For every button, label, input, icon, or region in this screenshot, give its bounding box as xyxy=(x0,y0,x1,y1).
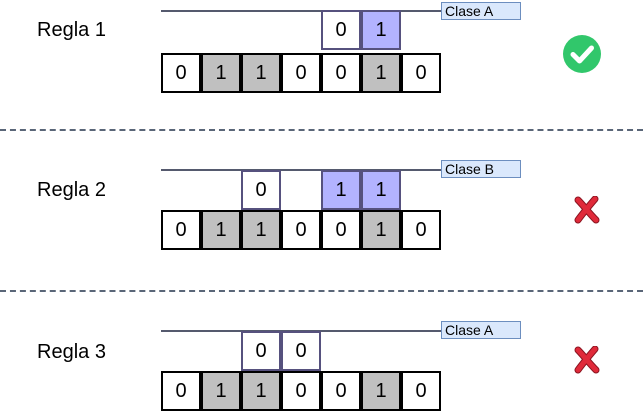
rule-1-label: Regla 1 xyxy=(37,19,106,41)
rule-2-cross-icon xyxy=(574,196,600,224)
rule-2-sequence-cell-3: 1 xyxy=(241,210,281,250)
rule-1-sequence-cell-2: 1 xyxy=(201,53,241,93)
rule-1-sequence-cell-3: 1 xyxy=(241,53,281,93)
rule-1-line xyxy=(161,10,443,12)
rule-2-line xyxy=(161,169,443,171)
divider-2 xyxy=(0,290,643,292)
rule-2-pattern-cell-2: 1 xyxy=(321,170,361,210)
rule-2-sequence-cell-7: 0 xyxy=(401,210,441,250)
rule-3-sequence-cell-6: 1 xyxy=(361,371,401,411)
rule-1-sequence-cell-7: 0 xyxy=(401,53,441,93)
rule-1-check-icon xyxy=(563,35,601,73)
divider-1 xyxy=(0,129,643,131)
rule-3-sequence-cell-3: 1 xyxy=(241,371,281,411)
rule-2-sequence-cell-1: 0 xyxy=(161,210,201,250)
rule-3-sequence-cell-1: 0 xyxy=(161,371,201,411)
rule-2-class-tag: Clase B xyxy=(441,160,521,178)
rule-1-pattern-cell-2: 1 xyxy=(361,10,401,50)
rule-2-sequence-cell-6: 1 xyxy=(361,210,401,250)
rule-2-sequence-cell-5: 0 xyxy=(321,210,361,250)
rule-3-sequence-cell-4: 0 xyxy=(281,371,321,411)
rule-2-pattern-cell-3: 1 xyxy=(361,170,401,210)
rule-3-sequence-cell-7: 0 xyxy=(401,371,441,411)
rule-1-sequence-cell-4: 0 xyxy=(281,53,321,93)
rule-1-pattern-cell-1: 0 xyxy=(321,10,361,50)
rule-1-class-tag: Clase A xyxy=(441,2,521,20)
rule-1-sequence-cell-6: 1 xyxy=(361,53,401,93)
rule-2-sequence-cell-2: 1 xyxy=(201,210,241,250)
rule-3-sequence-cell-2: 1 xyxy=(201,371,241,411)
rule-3-pattern-cell-1: 0 xyxy=(241,331,281,371)
rule-1-sequence-cell-5: 0 xyxy=(321,53,361,93)
rule-2-pattern-cell-1: 0 xyxy=(241,170,281,210)
rule-1-sequence-cell-1: 0 xyxy=(161,53,201,93)
rule-3-class-tag: Clase A xyxy=(441,321,521,339)
rule-3-pattern-cell-2: 0 xyxy=(281,331,321,371)
rule-3-sequence-cell-5: 0 xyxy=(321,371,361,411)
rule-3-cross-icon xyxy=(574,346,600,374)
rule-2-sequence-cell-4: 0 xyxy=(281,210,321,250)
rule-2-label: Regla 2 xyxy=(37,179,106,201)
rule-3-label: Regla 3 xyxy=(37,341,106,363)
